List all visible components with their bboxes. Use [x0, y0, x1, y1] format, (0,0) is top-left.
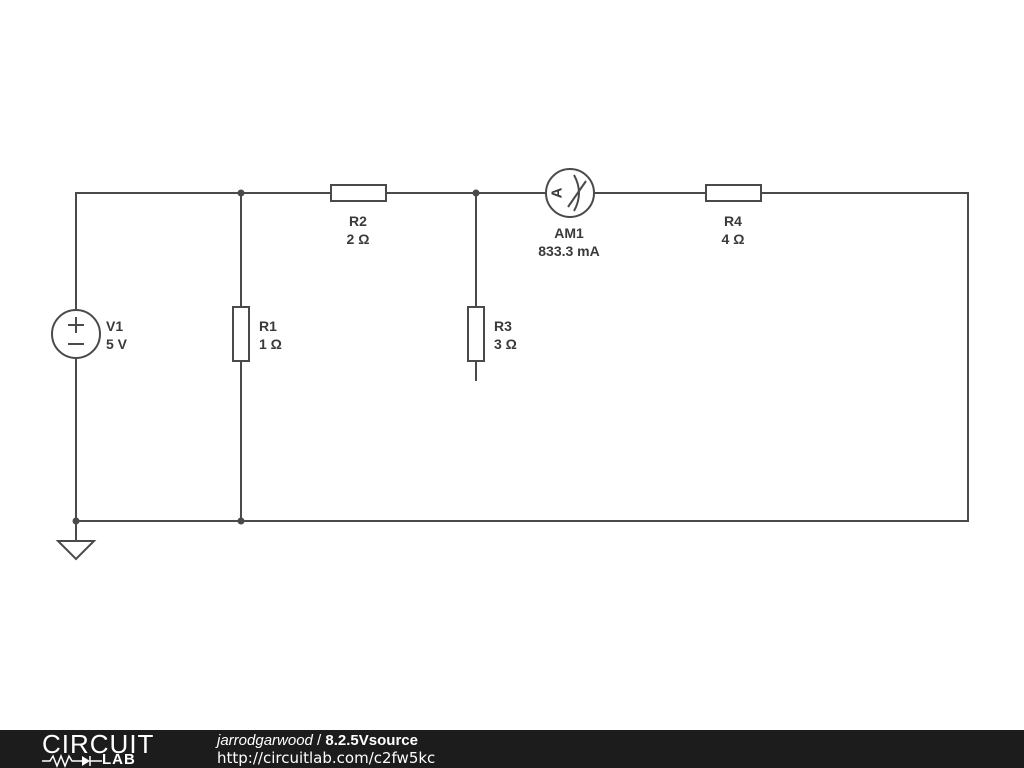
resistor-diode-logo-icon [42, 754, 102, 768]
ammeter-needle-icon [567, 180, 587, 208]
logo-text-lab: LAB [102, 751, 136, 768]
r2-name-label: R2 [349, 213, 367, 229]
r4-value-label: 4 Ω [722, 231, 745, 247]
resistor-r1[interactable] [232, 306, 250, 362]
voltage-source-v1[interactable] [51, 309, 101, 359]
circuit-url-link[interactable]: http://circuitlab.com/c2fw5kc [217, 749, 436, 767]
author-link[interactable]: jarrodgarwood [217, 732, 313, 749]
resistor-r4[interactable] [705, 184, 762, 202]
voltage-source-icon [51, 309, 101, 359]
wires [75, 192, 969, 541]
junction-node [472, 189, 480, 197]
ammeter-scale-icon [573, 174, 580, 212]
junction-node [237, 517, 245, 525]
circuit-schematic: V1 5 V R1 1 Ω R2 2 Ω R3 3 Ω A AM1 833.3 … [51, 168, 969, 561]
resistor-r3[interactable] [467, 306, 485, 362]
v1-name-label: V1 [106, 318, 123, 334]
wire-left-top [75, 192, 331, 310]
r2-value-label: 2 Ω [347, 231, 370, 247]
r3-name-label: R3 [494, 318, 512, 334]
circuit-credits: jarrodgarwood / 8.2.5Vsource [217, 732, 418, 749]
wire-right-loop [76, 192, 969, 522]
resistor-r2[interactable] [330, 184, 387, 202]
circuitlab-logo[interactable]: CIRCUIT LAB [42, 730, 182, 768]
circuit-title[interactable]: 8.2.5Vsource [325, 732, 418, 749]
ammeter-icon [545, 168, 595, 218]
r1-value-label: 1 Ω [259, 336, 282, 352]
am1-value-label: 833.3 mA [538, 243, 599, 259]
ammeter-letter: A [549, 187, 566, 198]
junction-node [72, 517, 80, 525]
logo-text-circuit: CIRCUIT [42, 729, 155, 759]
ground-symbol[interactable] [55, 540, 97, 561]
v1-value-label: 5 V [106, 336, 128, 352]
am1-name-label: AM1 [554, 225, 584, 241]
credit-separator: / [312, 732, 326, 749]
r1-name-label: R1 [259, 318, 277, 334]
junction-node [237, 189, 245, 197]
r4-name-label: R4 [724, 213, 742, 229]
ammeter-am1[interactable]: A [545, 168, 595, 218]
r3-value-label: 3 Ω [494, 336, 517, 352]
footer-bar: CIRCUIT LAB jarrodgarwood / 8.2.5Vsource… [0, 730, 1024, 768]
